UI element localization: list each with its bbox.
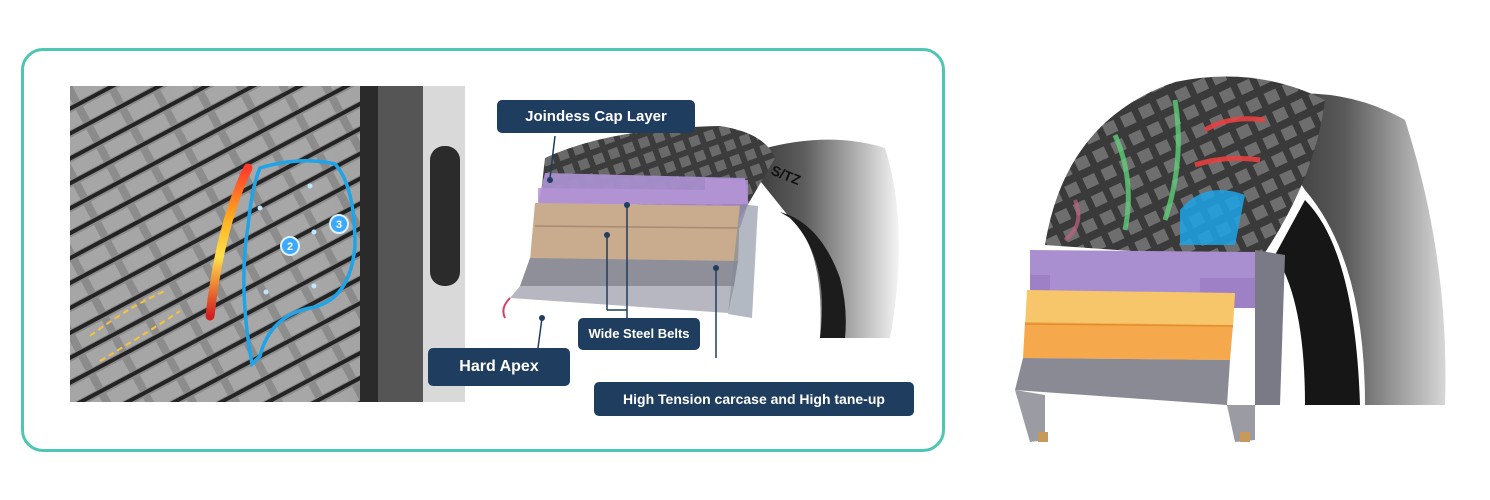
tread-marker-2: 2 [287, 241, 293, 253]
tread-marker-3: 3 [336, 219, 342, 231]
cap-layer-callout: Joindess Cap Layer [497, 100, 695, 133]
tire-cutaway-image: S/TZ [502, 126, 899, 358]
steel-belts-callout: Wide Steel Belts [578, 318, 700, 350]
high-tension-callout: High Tension carcase and High tane-up [594, 382, 914, 416]
hard-apex-callout: Hard Apex [428, 348, 570, 386]
tread-pattern-image: 2 3 [70, 86, 465, 402]
tire-3d-cutaway-image [1015, 76, 1446, 442]
